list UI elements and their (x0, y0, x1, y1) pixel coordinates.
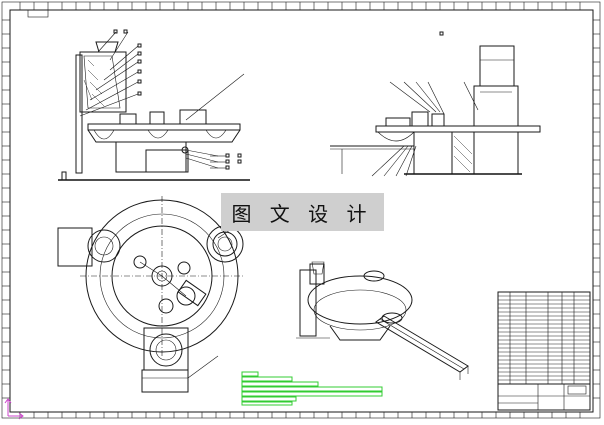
corner-tag (27, 9, 49, 18)
side-elevation-view (330, 31, 541, 177)
technical-notes-block (241, 371, 383, 406)
title-block (497, 291, 591, 411)
watermark-background (221, 193, 384, 231)
outer-frame (1, 1, 601, 419)
frame-ticks (2, 2, 600, 418)
watermark-text: 图 文 设 计 (231, 202, 372, 226)
ucs-axis-icon (4, 398, 24, 420)
front-elevation-view (58, 29, 250, 181)
isometric-view (296, 261, 469, 380)
watermark: 图 文 设 计 (221, 193, 384, 231)
inner-frame (9, 9, 594, 413)
plan-view (57, 196, 244, 393)
